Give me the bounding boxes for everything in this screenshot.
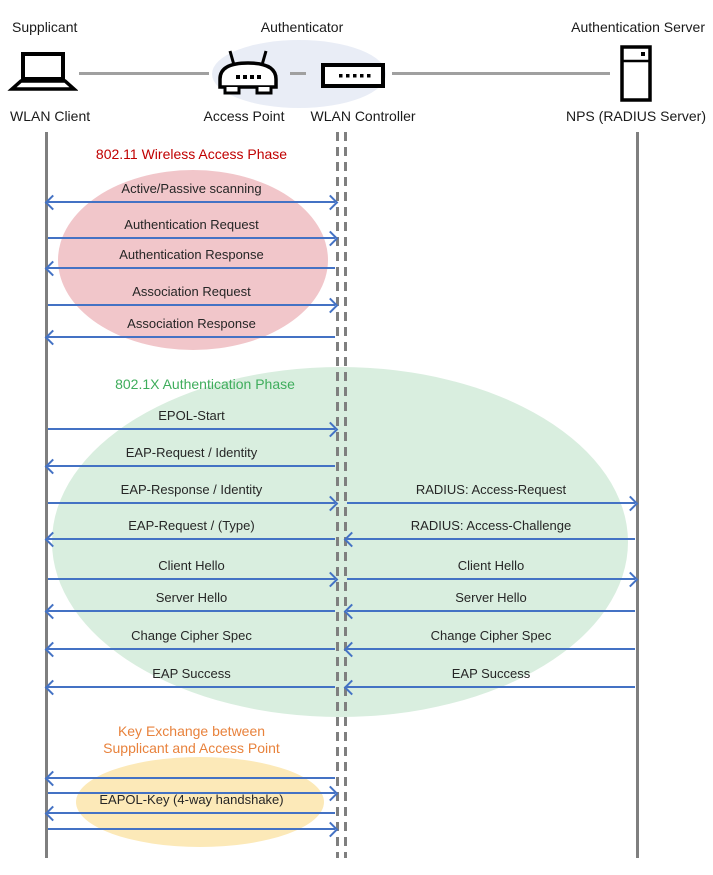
connector-line (79, 72, 209, 75)
message-label: EPOL-Start (158, 408, 225, 423)
role-label-authentication-server: Authentication Server (571, 19, 705, 35)
phase1-title: 802.11 Wireless Access Phase (95, 146, 288, 162)
lifeline-wlan-controller-dashed-2 (344, 132, 347, 858)
connector-line (290, 72, 306, 75)
phase3-title: Key Exchange between Supplicant and Acce… (48, 723, 335, 757)
message-label: EAP-Response / Identity (120, 482, 263, 497)
message-label: Server Hello (455, 590, 527, 605)
node-label-wlan-client: WLAN Client (10, 108, 91, 124)
laptop-icon (7, 52, 79, 99)
access-point-icon (217, 49, 279, 101)
message-label: Authentication Response (119, 247, 264, 262)
phase2-title: 802.1X Authentication Phase (115, 376, 295, 392)
message-label: EAPOL-Key (4-way handshake) (99, 792, 284, 807)
phase2-ellipse (52, 367, 628, 717)
message-label: EAP Success (451, 666, 531, 681)
arrow-left-icon (347, 538, 635, 540)
arrow-right-icon (48, 792, 335, 794)
role-label-authenticator: Authenticator (260, 19, 344, 35)
message-label: Authentication Request (124, 217, 259, 232)
arrow-left-icon (347, 610, 635, 612)
arrow-left-icon (48, 267, 335, 269)
node-label-nps-radius-server: NPS (RADIUS Server) (565, 108, 707, 124)
arrow-right-icon (347, 578, 635, 580)
arrow-left-icon (48, 686, 335, 688)
message-label: Association Request (132, 284, 251, 299)
arrow-left-icon (48, 648, 335, 650)
message-label: RADIUS: Access-Request (415, 482, 567, 497)
node-label-access-point: Access Point (203, 108, 285, 124)
phase1-ellipse (58, 170, 328, 350)
arrow-left-icon (48, 336, 335, 338)
arrow-left-icon (48, 812, 335, 814)
message-label: Active/Passive scanning (121, 181, 262, 196)
message-label: EAP-Request / (Type) (128, 518, 255, 533)
message-label: RADIUS: Access-Challenge (410, 518, 572, 533)
node-label-wlan-controller: WLAN Controller (310, 108, 416, 124)
lifeline-wlan-controller-dashed-1 (336, 132, 339, 858)
phase3-ellipse (76, 757, 324, 847)
message-label: Client Hello (457, 558, 525, 573)
phase3-title-line1: Key Exchange between (117, 723, 266, 739)
message-label: EAP Success (152, 666, 231, 681)
arrow-left-icon (347, 686, 635, 688)
arrow-both-icon (48, 201, 335, 203)
arrow-right-icon (48, 502, 335, 504)
message-label: EAP-Request / Identity (125, 445, 258, 460)
arrow-right-icon (48, 237, 335, 239)
lifeline-wlan-client (45, 132, 48, 858)
server-icon (620, 45, 652, 107)
message-label: Change Cipher Spec (430, 628, 552, 643)
arrow-left-icon (48, 777, 335, 779)
arrow-right-icon (48, 828, 335, 830)
arrow-right-icon (48, 578, 335, 580)
arrow-right-icon (48, 428, 335, 430)
connector-line (392, 72, 610, 75)
message-label: Association Response (127, 316, 256, 331)
arrow-left-icon (48, 610, 335, 612)
arrow-left-icon (48, 465, 335, 467)
message-label: Client Hello (158, 558, 225, 573)
wlan-controller-icon (321, 63, 385, 93)
message-label: Server Hello (155, 590, 228, 605)
role-label-supplicant: Supplicant (12, 19, 78, 35)
phase3-title-line2: Supplicant and Access Point (103, 740, 280, 756)
arrow-right-icon (347, 502, 635, 504)
arrow-right-icon (48, 304, 335, 306)
arrow-left-icon (48, 538, 335, 540)
message-label: Change Cipher Spec (131, 628, 252, 643)
arrow-left-icon (347, 648, 635, 650)
lifeline-nps-server (636, 132, 639, 858)
